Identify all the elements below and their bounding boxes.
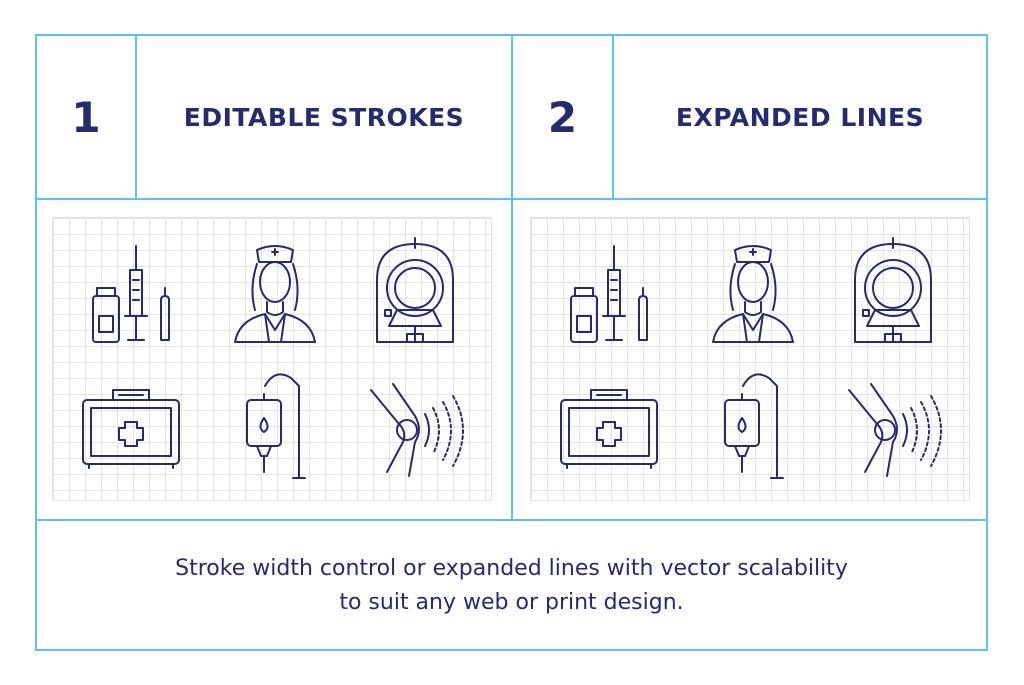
divider [612, 34, 614, 200]
syringe-vials-icon [570, 245, 648, 343]
first-aid-kit-icon [560, 389, 658, 469]
section-title-2: EXPANDED LINES [675, 102, 925, 132]
caption: Stroke width control or expanded lines w… [37, 522, 986, 649]
divider [135, 34, 137, 200]
mri-scanner-icon [376, 237, 454, 343]
section-title-1: EDITABLE STROKES [183, 102, 465, 132]
divider [511, 34, 513, 521]
iv-drip-icon [246, 373, 306, 479]
icon-panel-strokes [52, 217, 492, 501]
nurse-icon [712, 245, 794, 343]
section-number-1: 1 [71, 92, 101, 142]
mri-scanner-icon [854, 237, 932, 343]
caption-line-1: Stroke width control or expanded lines w… [175, 555, 848, 581]
divider [35, 519, 988, 521]
knee-joint-icon [370, 383, 464, 477]
first-aid-kit-icon [82, 389, 180, 469]
nurse-icon [234, 245, 316, 343]
icon-panel-expanded [530, 217, 970, 501]
knee-joint-icon [848, 383, 942, 477]
divider [35, 198, 988, 200]
iv-drip-icon [724, 373, 784, 479]
caption-line-2: to suit any web or print design. [339, 589, 684, 615]
syringe-vials-icon [92, 245, 170, 343]
section-number-2: 2 [547, 92, 578, 142]
